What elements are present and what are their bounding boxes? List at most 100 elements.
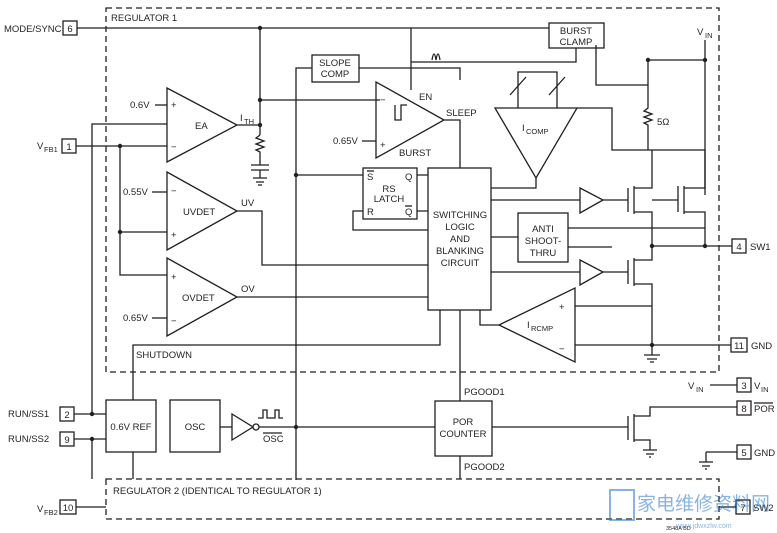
regulator2-boundary: [105, 478, 720, 520]
gnd-symbol-reg1: [644, 345, 660, 363]
pin-11: 11 GND: [730, 337, 772, 353]
burst-clamp-line2: CLAMP: [560, 37, 593, 48]
ith-label: I: [240, 113, 243, 124]
ovdet-plus: +: [171, 272, 177, 283]
ovdet-minus: −: [171, 316, 177, 327]
pin-1-sub: FB1: [44, 145, 58, 154]
pin-4-label: SW1: [750, 242, 771, 253]
ref-label: 0.6V REF: [110, 422, 151, 433]
gnd-symbol-pin5: [699, 451, 737, 470]
burst-minus: −: [380, 95, 386, 106]
pin-1-label: V: [37, 141, 44, 152]
vin-bottom-sub: IN: [696, 385, 704, 394]
variable-sense-arrows: [509, 76, 566, 96]
ith-resistor: [254, 134, 266, 165]
slope-comp-line2: COMP: [321, 69, 350, 80]
watermark: 家电维修资料网 www.jdwxzlw.com: [609, 489, 770, 530]
pin-10-label: V: [37, 504, 44, 515]
main-top-mosfet: [627, 186, 635, 214]
pin-6: MODE/SYNC 6: [4, 20, 78, 36]
ea-plus: +: [171, 100, 177, 111]
ircmp-plus: +: [559, 302, 565, 313]
latch-qbar: Q: [405, 207, 412, 218]
pin-8: 8 POR: [736, 400, 775, 416]
vin-top-label: V: [697, 27, 704, 38]
slope-comp-line1: SLOPE: [319, 58, 351, 69]
uvdet-comparator: UVDET − +: [166, 170, 239, 252]
resistor-5ohm-label: 5Ω: [657, 117, 669, 128]
pgood2-label: PGOOD2: [464, 462, 505, 473]
latch-r: R: [367, 207, 374, 218]
ovdet-comparator: OVDET + −: [166, 256, 239, 338]
switching-line3: AND: [450, 234, 470, 245]
ith-capacitor: [251, 164, 269, 171]
ircmp-label: I: [527, 320, 530, 331]
osc-block: [169, 399, 221, 453]
pin-9: RUN/SS2 9: [8, 431, 75, 447]
burst-plus: +: [380, 140, 386, 151]
burst-comparator: − +: [375, 80, 446, 160]
por-mosfet: [627, 414, 635, 442]
pin-10: V FB2 10: [37, 499, 77, 517]
figure-code: 3548A BD: [666, 526, 691, 532]
pin-10-sub: FB2: [44, 508, 58, 517]
switching-line5: CIRCUIT: [441, 258, 480, 269]
ircmp-comparator: I RCMP + −: [497, 286, 576, 364]
watermark-logo: [609, 489, 635, 521]
pulse-symbol: [258, 409, 283, 419]
pin-3-number: 3: [741, 381, 746, 392]
pin-5-number: 5: [741, 448, 746, 459]
bottom-driver-buffer: [579, 258, 605, 287]
pin-5: 5 GND: [736, 444, 775, 460]
anti-line1: ANTI: [532, 224, 554, 235]
top-driver-buffer: [579, 186, 605, 215]
pin-6-number: 6: [67, 24, 72, 35]
watermark-url: www.jdwxzlw.com: [675, 523, 732, 530]
regulator1-boundary: [105, 7, 720, 373]
osc-bar-label: OSC: [263, 434, 284, 445]
ith-sub: TH: [244, 117, 254, 126]
pin-3-label: V: [754, 381, 761, 392]
regulator2-label: REGULATOR 2 (IDENTICAL TO REGULATOR 1): [113, 486, 322, 497]
icomp-comparator: I COMP: [493, 107, 579, 180]
wire-shutdown: [132, 310, 441, 400]
bottom-mosfet: [627, 258, 635, 286]
icomp-sub: COMP: [526, 127, 549, 136]
watermark-chinese: 家电维修资料网: [637, 493, 770, 515]
pin-7: 7 SW2: [735, 499, 774, 515]
sense-top-mosfet: [677, 186, 685, 214]
switching-line1: SWITCHING: [433, 210, 487, 221]
gnd-symbol-por: [634, 439, 657, 458]
regulator1-label: REGULATOR 1: [111, 13, 177, 24]
pin-1: V FB1 1: [37, 138, 77, 154]
uvdet-ref-0.55v: 0.55V: [123, 187, 148, 198]
pin-8-number: 8: [741, 404, 746, 415]
ircmp-sub: RCMP: [531, 324, 553, 333]
resistor-5ohm: [642, 60, 654, 150]
ea-minus: −: [171, 142, 177, 153]
ref-block: [105, 399, 157, 453]
latch-s: S: [367, 172, 373, 183]
pin-8-label: POR: [754, 404, 775, 415]
por-line2: COUNTER: [440, 429, 487, 440]
anti-line2: SHOOT-: [525, 236, 561, 247]
switching-line4: BLANKING: [436, 246, 484, 257]
pin-2-label: RUN/SS1: [8, 409, 49, 420]
shutdown-label: SHUTDOWN: [136, 350, 192, 361]
rs-latch-line1: RS: [382, 184, 395, 195]
pin-11-number: 11: [734, 341, 744, 352]
ea-ref-0.6v: 0.6V: [130, 100, 150, 111]
vin-bottom-label: V: [688, 381, 695, 392]
ircmp-minus: −: [559, 344, 565, 355]
pin-2-number: 2: [64, 410, 69, 421]
switching-logic-block: [427, 167, 492, 311]
por-counter-block: [434, 400, 493, 457]
sleep-label: SLEEP: [446, 108, 477, 119]
rs-latch-line2: LATCH: [374, 194, 405, 205]
uvdet-label: UVDET: [183, 207, 215, 218]
pin-9-label: RUN/SS2: [8, 434, 49, 445]
pin-2: RUN/SS1 2: [8, 406, 75, 422]
uv-label: UV: [241, 198, 255, 209]
ov-label: OV: [241, 284, 255, 295]
